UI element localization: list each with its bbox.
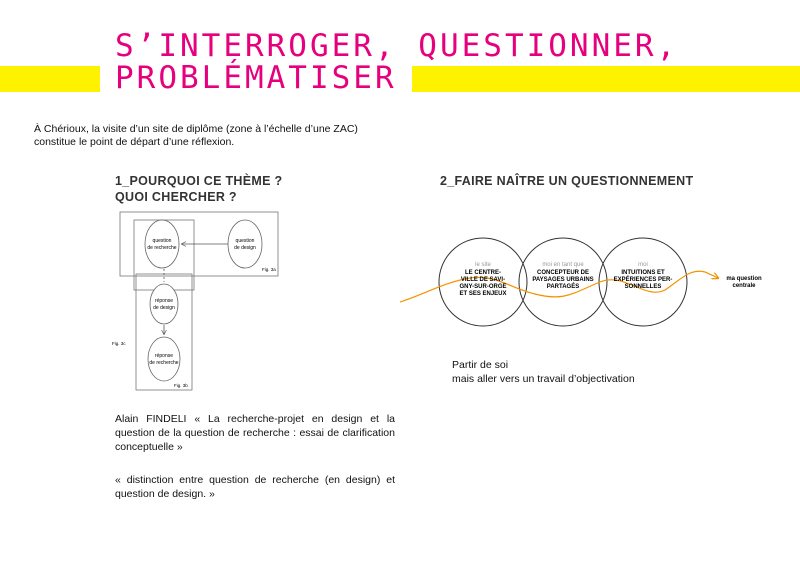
node-answer-research: [147, 336, 181, 382]
venn-diagram: le site LE CENTRE- VILLE DE SAVI- GNY-SU…: [400, 237, 762, 327]
circle-designer-label-3: PARTAGÉS: [547, 282, 579, 290]
title-line-2: PROBLÉMATISER: [115, 60, 397, 96]
node-answer-design: [149, 283, 179, 325]
node-answer-research-label-2: de recherche: [149, 360, 178, 366]
node-answer-design-label-2: de design: [153, 305, 175, 311]
node-answer-design-label-1: réponse: [155, 298, 173, 304]
circle-site-label-4: ET SES ENJEUX: [459, 291, 506, 297]
title-line-1: S’INTERROGER, QUESTIONNER,: [115, 28, 679, 64]
venn-caption-line-1: Partir de soi: [452, 359, 509, 371]
highlight-band-right: [412, 66, 800, 92]
fig-3c-label: Fig. 3c: [112, 341, 126, 346]
outcome-label-2: centrale: [732, 283, 756, 289]
node-question-design: [227, 219, 263, 269]
circle-self-label-1: INTUITIONS ET: [621, 270, 665, 276]
circle-site-label-3: GNY-SUR-ORGE: [459, 284, 506, 290]
node-research-label-2: de recherche: [147, 245, 176, 251]
circle-self-label-2: EXPÉRIENCES PER-: [614, 275, 673, 283]
circle-self-label-3: SONNELLES: [625, 284, 662, 290]
fig-3a-label: Fig. 3a: [262, 267, 276, 272]
intro-text: À Chérioux, la visite d’un site de diplô…: [34, 123, 358, 149]
section1-heading: 1_POURQUOI CE THÈME ? QUOI CHERCHER ?: [115, 173, 282, 205]
page-title: S’INTERROGER, QUESTIONNER, PROBLÉMATISER: [115, 30, 678, 94]
circle-site-label-2: VILLE DE SAVI-: [461, 277, 505, 283]
fig-3b-label: Fig. 3b: [174, 383, 188, 388]
circle-site-label-1: LE CENTRE-: [465, 270, 501, 276]
circle-designer: [518, 237, 608, 327]
circle-designer-small-label: moi en tant que: [542, 262, 584, 268]
highlight-band-left: [0, 66, 100, 92]
circle-self-small-label: moi: [638, 262, 648, 268]
section1-heading-line-1: 1_POURQUOI CE THÈME ?: [115, 174, 283, 188]
circle-site-small-label: le site: [475, 262, 491, 268]
intro-line-2: constitue le point de départ d’une réfle…: [34, 136, 235, 148]
circle-designer-label-2: PAYSAGES URBAINS: [532, 277, 593, 283]
venn-caption: Partir de soi mais aller vers un travail…: [452, 358, 635, 386]
section2-heading: 2_FAIRE NAÎTRE UN QUESTIONNEMENT: [440, 174, 694, 188]
node-answer-research-label-1: réponse: [155, 353, 173, 359]
intro-line-1: À Chérioux, la visite d’un site de diplô…: [34, 123, 358, 135]
circle-site: [438, 237, 528, 327]
node-design-label-1: question: [236, 238, 255, 244]
node-research-label-1: question: [153, 238, 172, 244]
diagram-frame-outer: [119, 211, 279, 277]
findeli-diagram: question de recherche question de design…: [112, 211, 279, 391]
node-design-label-2: de design: [234, 245, 256, 251]
distinction-quote: « distinction entre question de recherch…: [115, 474, 395, 500]
objectivation-curve: [400, 270, 718, 303]
venn-caption-line-2: mais aller vers un travail d’objectivati…: [452, 373, 635, 385]
circle-designer-label-1: CONCEPTEUR DE: [537, 270, 589, 276]
findeli-quote: Alain FINDELI « La recherche-projet en d…: [115, 413, 395, 453]
section1-heading-line-2: QUOI CHERCHER ?: [115, 190, 237, 204]
outcome-label-1: ma question: [726, 276, 762, 282]
node-question-research: [144, 219, 180, 269]
